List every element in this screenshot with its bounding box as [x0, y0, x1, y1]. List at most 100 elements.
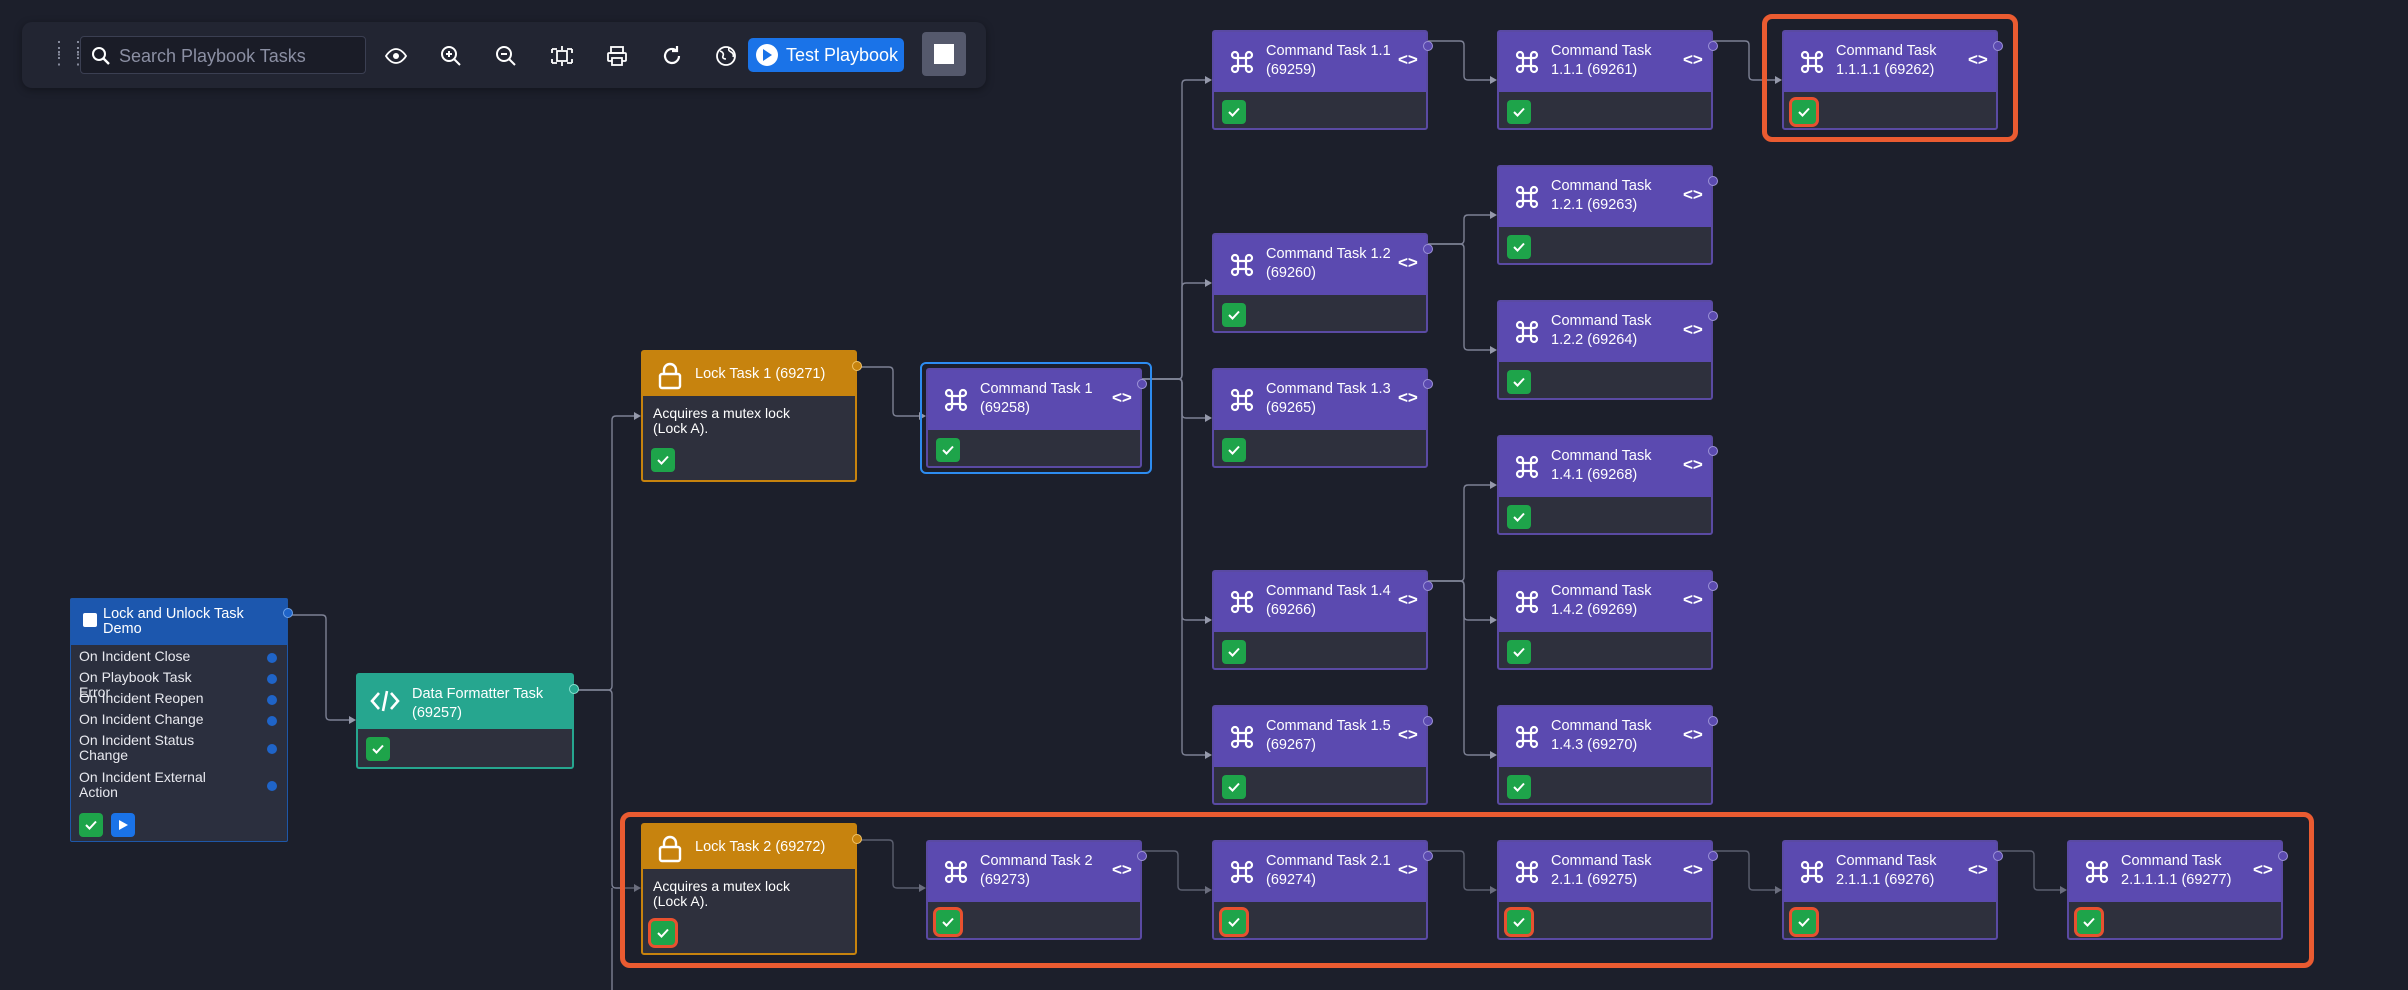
- command-task-node-c11[interactable]: Command Task 1.1 (69259)<>: [1212, 30, 1433, 130]
- code-view-icon[interactable]: <>: [1398, 388, 1418, 407]
- lock-task-output-port[interactable]: [852, 834, 862, 844]
- command-task-node-c15[interactable]: Command Task 1.5 (69267)<>: [1212, 705, 1433, 805]
- command-task-output-port[interactable]: [1423, 581, 1433, 591]
- code-view-icon[interactable]: <>: [1683, 590, 1703, 609]
- code-view-icon[interactable]: <>: [1112, 860, 1132, 879]
- command-task-output-port[interactable]: [1708, 716, 1718, 726]
- code-view-icon[interactable]: <>: [1683, 860, 1703, 879]
- test-playbook-button[interactable]: Test Playbook: [748, 38, 904, 72]
- event-port[interactable]: [267, 716, 277, 726]
- code-view-icon[interactable]: <>: [1398, 860, 1418, 879]
- highlight-lock-task-2-chain: [620, 812, 2314, 968]
- lock-task-title: Lock Task 2 (69272): [695, 839, 826, 855]
- command-task-output-port[interactable]: [1423, 716, 1433, 726]
- run-button[interactable]: [111, 813, 135, 837]
- start-output-port[interactable]: [283, 608, 293, 618]
- globe-icon[interactable]: [712, 42, 740, 70]
- command-task-output-port[interactable]: [1708, 851, 1718, 861]
- code-view-icon[interactable]: <>: [1398, 253, 1418, 272]
- command-task-output-port[interactable]: [1423, 851, 1433, 861]
- command-task-output-port[interactable]: [1708, 311, 1718, 321]
- event-port[interactable]: [267, 744, 277, 754]
- lock-task-title: Lock Task 1 (69271): [695, 366, 826, 382]
- command-task-node-c12[interactable]: Command Task 1.2 (69260)<>: [1212, 233, 1433, 333]
- connector-arrow: [1205, 616, 1212, 624]
- command-task-node-c141[interactable]: Command Task 1.4.1 (69268)<>: [1497, 435, 1718, 535]
- data-formatter-title: Data Formatter Task (69257): [412, 686, 544, 721]
- command-task-node-c143[interactable]: Command Task 1.4.3 (69270)<>: [1497, 705, 1718, 805]
- status-complete-icon: [1507, 100, 1531, 124]
- command-task-output-port[interactable]: [2278, 851, 2288, 861]
- code-view-icon[interactable]: <>: [1112, 388, 1132, 407]
- zoom-in-icon[interactable]: [437, 42, 465, 70]
- command-task-output-port[interactable]: [1708, 581, 1718, 591]
- code-view-icon[interactable]: <>: [1683, 185, 1703, 204]
- event-port[interactable]: [267, 653, 277, 663]
- refresh-icon[interactable]: [658, 42, 686, 70]
- code-view-icon[interactable]: <>: [2253, 860, 2273, 879]
- data-formatter-output-port[interactable]: [569, 684, 579, 694]
- command-task-node-c2[interactable]: Command Task 2 (69273)<>: [926, 840, 1147, 940]
- command-task-output-port[interactable]: [1993, 41, 2003, 51]
- code-view-icon[interactable]: <>: [1398, 590, 1418, 609]
- command-task-title: Command Task 1.1.1 (69261): [1551, 43, 1652, 78]
- code-view-icon[interactable]: <>: [1683, 50, 1703, 69]
- command-task-output-port[interactable]: [1137, 379, 1147, 389]
- command-task-output-port[interactable]: [1993, 851, 2003, 861]
- command-task-output-port[interactable]: [1708, 446, 1718, 456]
- command-icon: [1798, 858, 1826, 891]
- command-task-output-port[interactable]: [1423, 244, 1433, 254]
- zoom-out-icon[interactable]: [492, 42, 520, 70]
- start-node-header: Lock and Unlock Task Demo: [71, 599, 287, 645]
- command-task-node-c21[interactable]: Command Task 2.1 (69274) <>: [1212, 840, 1433, 940]
- command-task-node-c14[interactable]: Command Task 1.4 (69266)<>: [1212, 570, 1433, 670]
- command-task-node-c111[interactable]: Command Task 1.1.1 (69261) <>: [1497, 30, 1718, 130]
- event-port[interactable]: [267, 781, 277, 791]
- command-task-header: Command Task 1.2.2 (69264)<>: [1499, 302, 1711, 362]
- code-view-icon[interactable]: <>: [1398, 725, 1418, 744]
- command-task-node-c1[interactable]: Command Task 1 (69258)<>: [926, 368, 1147, 468]
- command-task-node-c1111[interactable]: Command Task 1.1.1.1 (69262)<>: [1782, 30, 2003, 130]
- command-task-output-port[interactable]: [1423, 379, 1433, 389]
- command-task-title: Command Task 2.1 (69274): [1266, 853, 1391, 888]
- lock-task-output-port[interactable]: [852, 361, 862, 371]
- lock-task-1-node[interactable]: Lock Task 1 (69271) Acquires a mutex loc…: [641, 350, 862, 482]
- command-task-output-port[interactable]: [1137, 851, 1147, 861]
- command-task-node-c21111[interactable]: Command Task 2.1.1.1.1 (69277)<>: [2067, 840, 2288, 940]
- event-port[interactable]: [267, 695, 277, 705]
- command-task-node-c2111[interactable]: Command Task 2.1.1.1 (69276)<>: [1782, 840, 2003, 940]
- event-playbook-task-error: On Playbook Task Error: [79, 669, 192, 700]
- command-task-node-c211[interactable]: Command Task 2.1.1 (69275)<>: [1497, 840, 1718, 940]
- status-complete-icon: [1507, 235, 1531, 259]
- status-complete-icon: [1792, 100, 1816, 124]
- print-icon[interactable]: [603, 42, 631, 70]
- status-complete-icon: [1792, 910, 1816, 934]
- connector-arrow: [1490, 76, 1497, 84]
- code-view-icon[interactable]: <>: [1683, 455, 1703, 474]
- code-view-icon[interactable]: <>: [1968, 50, 1988, 69]
- command-task-output-port[interactable]: [1708, 41, 1718, 51]
- event-port[interactable]: [267, 674, 277, 684]
- search-input[interactable]: [117, 37, 361, 75]
- code-view-icon[interactable]: <>: [1968, 860, 1988, 879]
- data-formatter-task-node[interactable]: Data Formatter Task (69257): [356, 673, 579, 769]
- drag-handle-icon[interactable]: ⋮⋮⋮⋮: [50, 38, 88, 68]
- stop-button[interactable]: [922, 32, 966, 76]
- command-task-node-c122[interactable]: Command Task 1.2.2 (69264)<>: [1497, 300, 1718, 400]
- eye-icon[interactable]: [382, 42, 410, 70]
- command-task-node-c142[interactable]: Command Task 1.4.2 (69269)<>: [1497, 570, 1718, 670]
- command-task-node-c13[interactable]: Command Task 1.3 (69265)<>: [1212, 368, 1433, 468]
- command-task-node-c121[interactable]: Command Task 1.2.1 (69263)<>: [1497, 165, 1718, 265]
- lock-task-2-node[interactable]: Lock Task 2 (69272) Acquires a mutex loc…: [641, 823, 862, 955]
- fit-to-screen-icon[interactable]: [548, 42, 576, 70]
- command-task-output-port[interactable]: [1423, 41, 1433, 51]
- command-task-output-port[interactable]: [1708, 176, 1718, 186]
- code-view-icon[interactable]: <>: [1683, 320, 1703, 339]
- code-view-icon[interactable]: <>: [1398, 50, 1418, 69]
- code-view-icon[interactable]: <>: [1683, 725, 1703, 744]
- connector-arrow: [634, 412, 641, 420]
- status-complete-icon: [1507, 775, 1531, 799]
- playbook-start-node[interactable]: Lock and Unlock Task Demo On Incident Cl…: [70, 598, 293, 842]
- connector-line: [859, 366, 922, 417]
